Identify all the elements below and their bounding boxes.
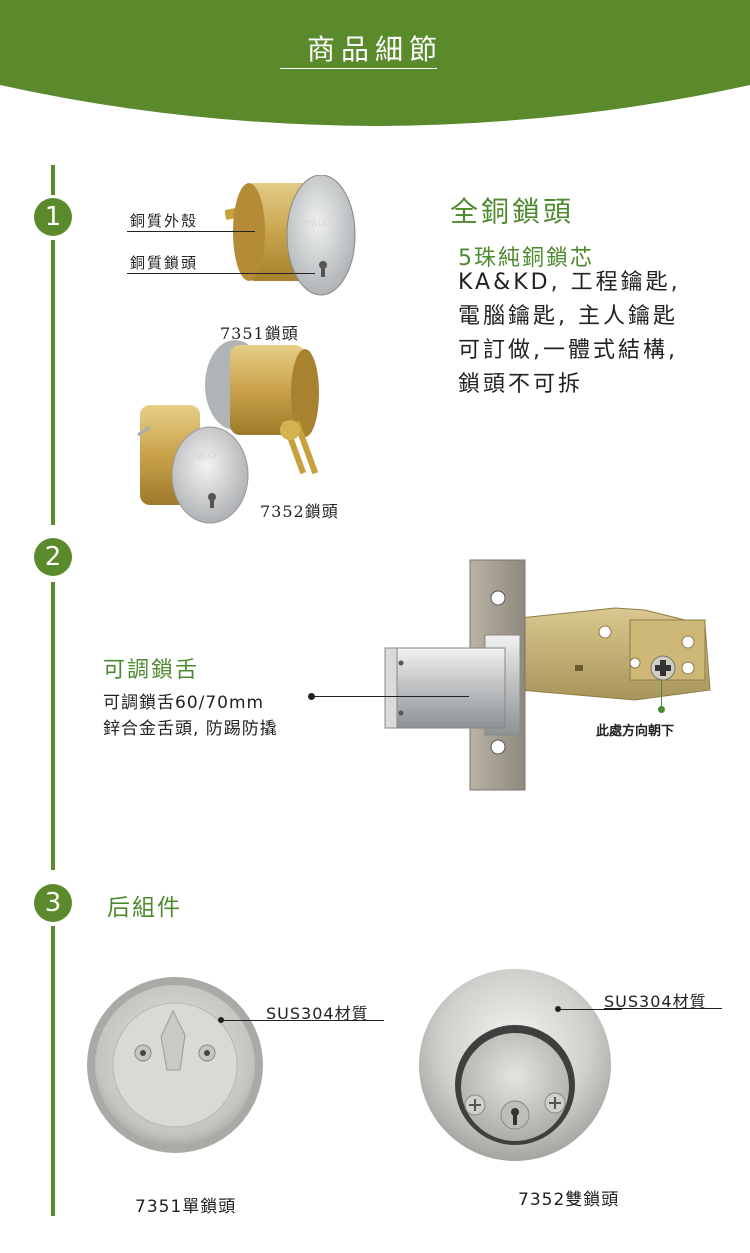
note-leader-dot	[658, 706, 665, 713]
leader-line	[127, 273, 315, 274]
cylinder-7351-image: TRUST	[225, 175, 356, 296]
section1-line-1: KA&KD, 工程鑰匙,	[458, 270, 681, 295]
section1-line-2: 電腦鑰匙, 主人鑰匙	[458, 304, 678, 329]
single-deadbolt-image	[87, 977, 263, 1153]
caption-7352: 7352鎖頭	[260, 502, 339, 521]
caption-double: 7352雙鎖頭	[518, 1190, 620, 1210]
cylinder-7352-image: TRUST	[137, 340, 319, 524]
title-underline	[280, 68, 437, 69]
direction-note: 此處方向朝下	[596, 724, 675, 739]
step-badge-1: 1	[34, 198, 72, 236]
leader-line	[604, 1008, 722, 1009]
section2-line-1: 可調鎖舌60/70mm	[103, 693, 265, 713]
note-leader-line	[661, 680, 662, 708]
timeline-segment	[51, 926, 55, 1216]
section1-heading: 全銅鎖頭	[450, 195, 575, 228]
leader-line	[266, 1020, 384, 1021]
leader-line	[560, 1009, 622, 1010]
leader-line	[222, 1020, 266, 1021]
leader-dot	[555, 1006, 561, 1012]
caption-single: 7351單鎖頭	[135, 1197, 237, 1217]
section1-subheading: 5珠純銅鎖芯	[458, 246, 594, 271]
label-shell: 銅質外殼	[130, 212, 199, 230]
step-badge-3: 3	[34, 884, 72, 922]
section2-line-2: 鋅合金舌頭, 防踢防撬	[103, 719, 278, 739]
section3-heading: 后組件	[107, 895, 182, 921]
brand-engraving: TRUST	[303, 216, 339, 232]
header-banner	[0, 0, 750, 126]
section1-line-4: 鎖頭不可拆	[458, 372, 584, 397]
double-deadbolt-image	[419, 969, 611, 1161]
page-title: 商品細節	[306, 33, 443, 66]
step-badge-2: 2	[34, 538, 72, 576]
material-left: SUS304材質	[266, 1004, 369, 1023]
timeline-segment	[51, 165, 55, 195]
label-head: 銅質鎖頭	[130, 254, 199, 272]
leader-line	[127, 231, 255, 232]
caption-7351: 7351鎖頭	[220, 324, 299, 343]
leader-dot	[218, 1017, 224, 1023]
section2-heading: 可調鎖舌	[103, 658, 200, 683]
timeline-segment	[51, 582, 55, 870]
latch-bolt-image	[384, 559, 711, 791]
leader-line	[314, 696, 469, 697]
timeline-segment	[51, 240, 55, 525]
material-right: SUS304材質	[604, 992, 707, 1011]
section1-line-3: 可訂做,一體式結構,	[458, 338, 678, 363]
leader-dot	[308, 693, 315, 700]
